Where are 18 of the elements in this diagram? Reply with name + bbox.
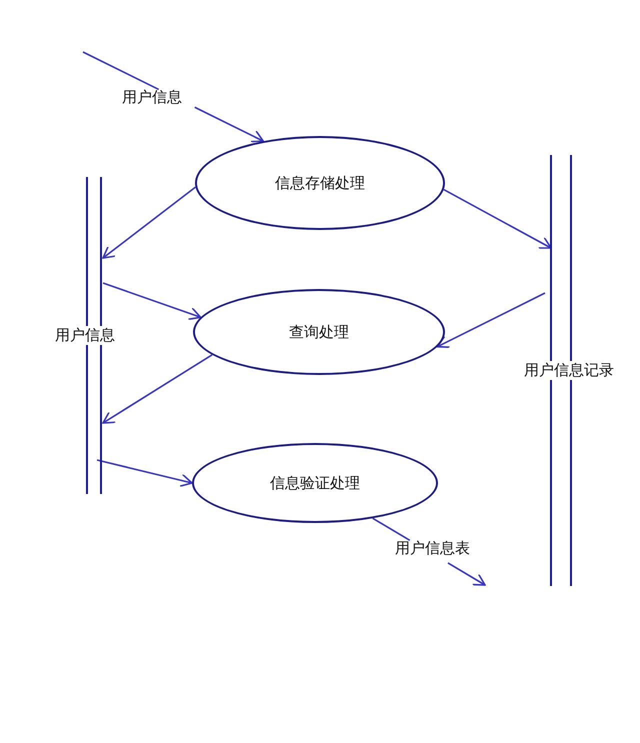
arrow xyxy=(102,282,202,320)
arrow xyxy=(372,518,486,586)
process-ellipse xyxy=(193,289,445,375)
edge-label: 用户信息 xyxy=(122,88,182,107)
arrow xyxy=(102,354,213,424)
process-label: 信息存储处理 xyxy=(275,174,365,192)
arrow xyxy=(96,459,193,488)
process-label: 信息验证处理 xyxy=(270,474,360,492)
process-ellipse xyxy=(192,443,438,523)
store-label: 用户信息 xyxy=(55,326,115,345)
store-label: 用户信息记录 xyxy=(524,361,614,380)
arrow xyxy=(82,51,264,142)
process-label: 查询处理 xyxy=(289,322,349,342)
process-ellipse xyxy=(195,136,445,230)
arrow xyxy=(102,186,196,259)
arrow xyxy=(436,292,546,348)
edge-label: 用户信息表 xyxy=(395,539,470,558)
arrow xyxy=(443,188,552,249)
